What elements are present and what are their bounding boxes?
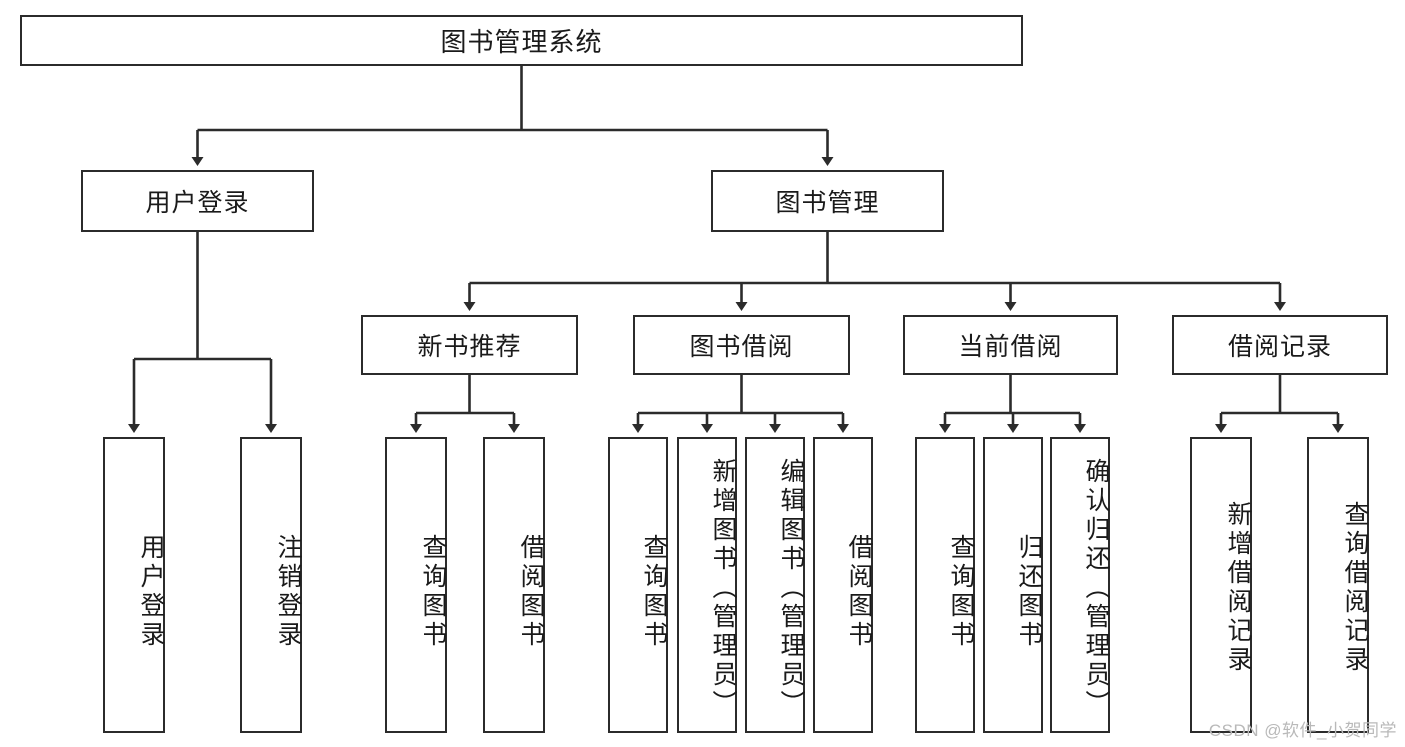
node-label: 借阅图书: [517, 534, 545, 650]
node-label: 查询图书: [419, 534, 447, 650]
node-l_return[interactable]: 归还图书: [983, 437, 1043, 733]
node-label: 新书推荐: [417, 333, 522, 361]
node-current[interactable]: 当前借阅: [903, 315, 1118, 375]
node-borrow[interactable]: 图书借阅: [633, 315, 850, 375]
node-l_b1[interactable]: 借阅图书: [483, 437, 545, 733]
node-label: 查询图书: [640, 534, 668, 650]
node-label: 用户登录: [145, 189, 250, 217]
node-label: 新增图书（管理员）: [709, 457, 737, 719]
node-l_edit_book[interactable]: 编辑图书（管理员）: [745, 437, 805, 733]
node-label: 借阅图书: [845, 534, 873, 650]
node-label: 借阅记录: [1227, 333, 1332, 361]
node-l_q1[interactable]: 查询图书: [385, 437, 447, 733]
node-label: 编辑图书（管理员）: [777, 457, 805, 719]
node-user_login[interactable]: 用户登录: [81, 170, 314, 232]
node-label: 归还图书: [1015, 534, 1043, 650]
node-label: 查询借阅记录: [1341, 501, 1369, 675]
node-l_query_rec[interactable]: 查询借阅记录: [1307, 437, 1369, 733]
node-label: 确认归还（管理员）: [1082, 457, 1110, 719]
node-l_logout[interactable]: 注销登录: [240, 437, 302, 733]
node-l_b2[interactable]: 借阅图书: [813, 437, 873, 733]
node-label: 新增借阅记录: [1224, 501, 1252, 675]
node-new_rec[interactable]: 新书推荐: [361, 315, 578, 375]
node-l_confirm[interactable]: 确认归还（管理员）: [1050, 437, 1110, 733]
node-label: 查询图书: [947, 534, 975, 650]
node-l_q2[interactable]: 查询图书: [608, 437, 668, 733]
node-label: 注销登录: [274, 534, 302, 650]
node-label: 图书管理: [775, 189, 880, 217]
node-l_add_book[interactable]: 新增图书（管理员）: [677, 437, 737, 733]
node-label: 图书借阅: [689, 333, 794, 361]
node-l_login[interactable]: 用户登录: [103, 437, 165, 733]
node-records[interactable]: 借阅记录: [1172, 315, 1388, 375]
node-l_q3[interactable]: 查询图书: [915, 437, 975, 733]
node-label: 当前借阅: [958, 333, 1063, 361]
node-label: 用户登录: [137, 534, 165, 650]
node-root[interactable]: 图书管理系统: [20, 15, 1023, 66]
node-label: 图书管理系统: [440, 27, 603, 57]
node-book_mgmt[interactable]: 图书管理: [711, 170, 944, 232]
node-l_add_rec[interactable]: 新增借阅记录: [1190, 437, 1252, 733]
